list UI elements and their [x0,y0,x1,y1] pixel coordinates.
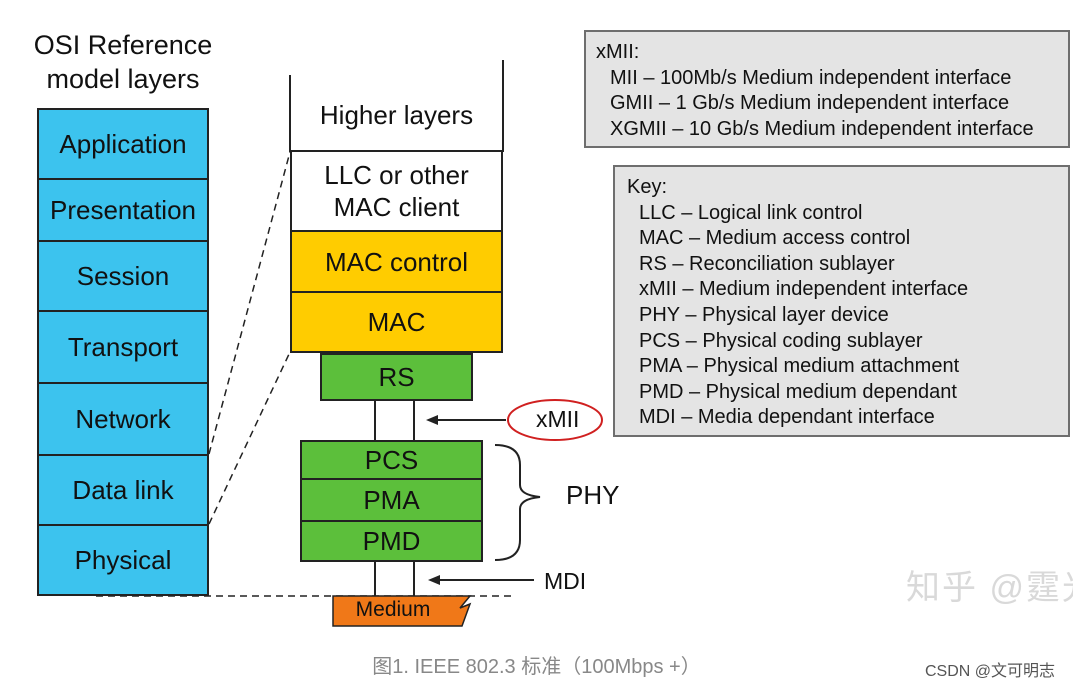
higher-layers-label: Higher layers [319,100,474,130]
key-panel-line: PMA – Physical medium attachment [639,355,960,378]
key-panel-line: MDI – Media dependant interface [639,406,935,429]
csdn-watermark: CSDN @文可明志 [925,663,1056,680]
osi-layer-physical: Physical [37,524,209,596]
pmd-box: PMD [300,520,483,562]
osi-layer-data-link: Data link [37,454,209,526]
osi-title-line2: model layers [46,64,200,94]
xmii-highlight-circle [507,399,603,441]
zhihu-watermark: 知乎 @霆光 [906,569,1073,607]
key-panel-line: RS – Reconciliation sublayer [639,252,895,275]
mdi-arrow-head [428,575,440,585]
llc-box: LLC or other MAC client [290,150,503,232]
osi-layer-network: Network [37,382,209,456]
key-panel-line: xMII – Medium independent interface [639,278,969,301]
mdi-label: MDI [544,568,587,594]
xmii-panel-heading: xMII: [596,41,640,63]
key-panel-line: MAC – Medium access control [639,227,911,250]
xmii-panel-line: GMII – 1 Gb/s Medium independent interfa… [610,92,1010,115]
key-panel-line: PMD – Physical medium dependant [639,380,957,403]
osi-layer-transport: Transport [37,310,209,384]
pcs-box: PCS [300,440,483,480]
xmii-arrow-head [426,415,438,425]
xmii-panel-line: XGMII – 10 Gb/s Medium independent inter… [610,117,1034,140]
xmii-legend-panel: xMII: MII – 100Mb/s Medium independent i… [584,30,1070,148]
llc-line1: LLC or other [324,160,469,190]
xmii-label: xMII [536,406,580,432]
osi-layer-application: Application [37,108,209,180]
osi-layer-session: Session [37,240,209,312]
pma-box: PMA [300,478,483,522]
llc-line2: MAC client [333,192,460,222]
phy-bracket [494,444,541,561]
mac-control-box: MAC control [290,230,503,293]
dashed-line-upper [208,151,291,455]
phy-label: PHY [566,480,620,510]
mac-box: MAC [290,291,503,353]
figure-caption: 图1. IEEE 802.3 标准（100Mbps +） [372,656,701,678]
key-panel-line: LLC – Logical link control [639,201,863,224]
rs-box: RS [320,353,473,401]
key-legend-panel: Key: LLC – Logical link control MAC – Me… [613,165,1070,437]
dashed-line-lower [208,351,291,525]
xmii-panel-line: MII – 100Mb/s Medium independent interfa… [610,66,1012,89]
key-panel-line: PHY – Physical layer device [639,303,889,326]
medium-shape [332,595,472,627]
osi-title: OSI Reference model layers [18,28,228,96]
osi-title-line1: OSI Reference [33,30,213,60]
osi-layer-presentation: Presentation [37,178,209,242]
key-panel-line: PCS – Physical coding sublayer [639,329,923,352]
key-panel-heading: Key: [627,176,668,198]
medium-label: Medium [355,598,431,621]
